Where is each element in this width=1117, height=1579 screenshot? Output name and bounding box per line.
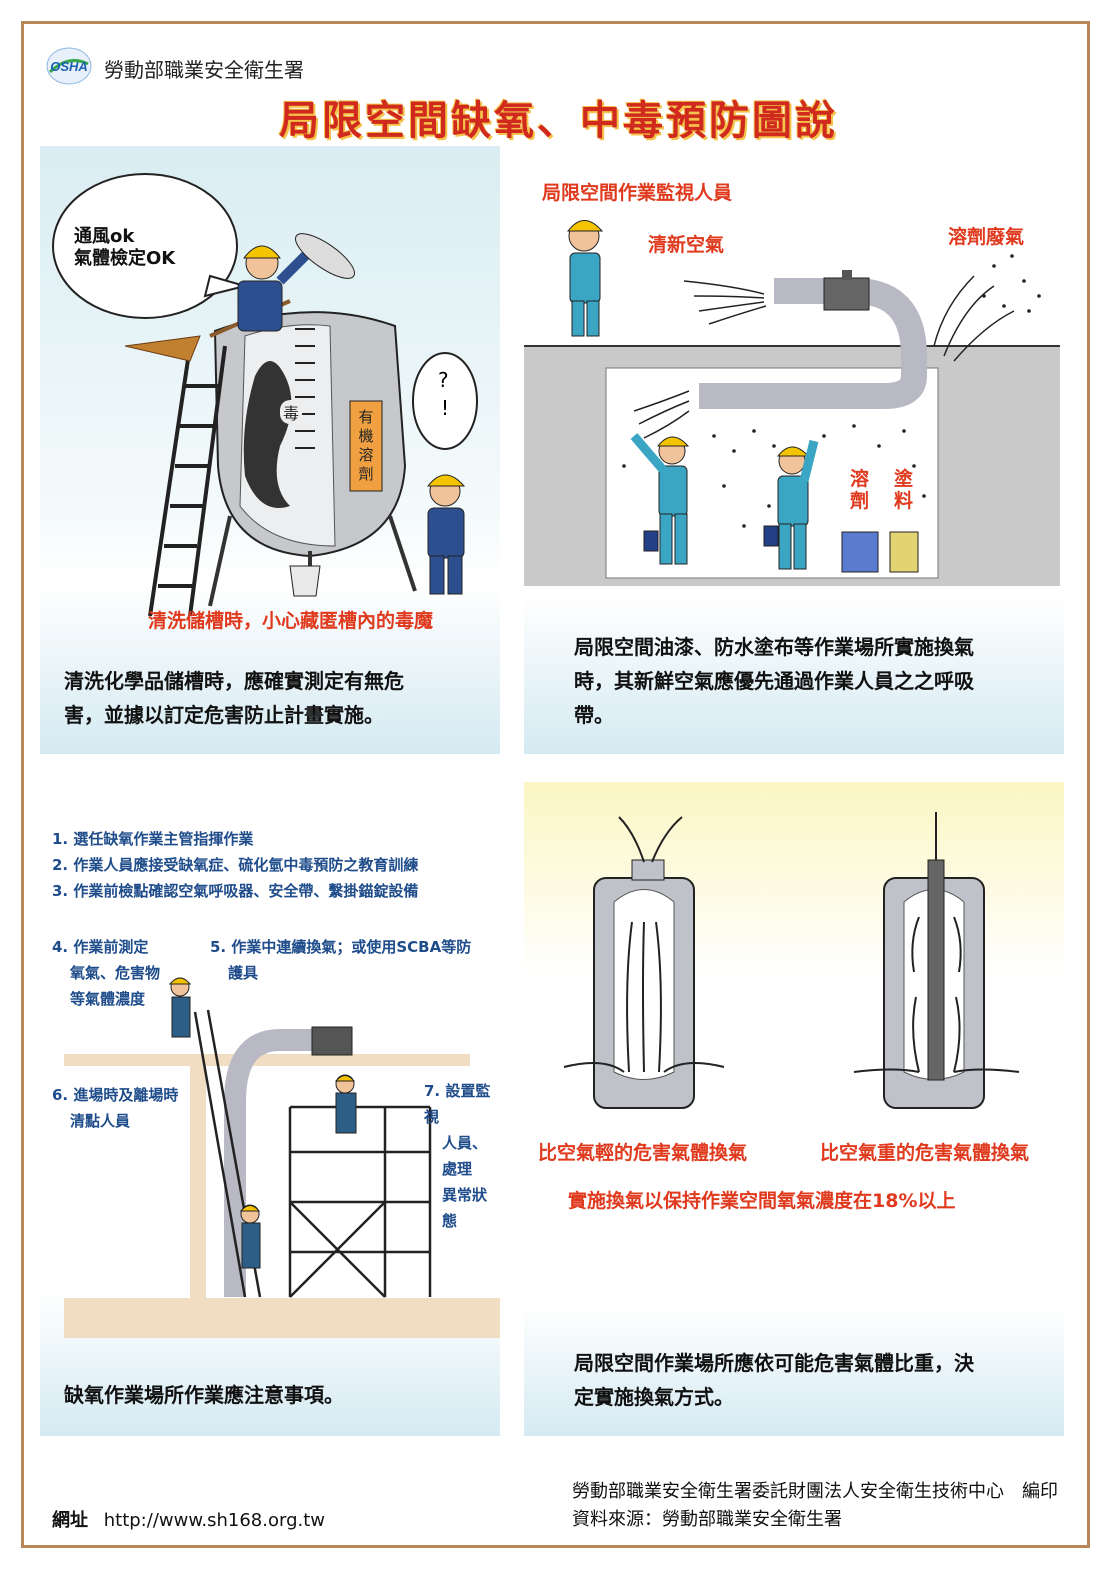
precaution-item-7-line2: 人員、 bbox=[442, 1134, 488, 1152]
painting-illustration bbox=[524, 220, 1060, 586]
oxygen-note: 實施換氣以保持作業空間氧氣濃度在18%以上 bbox=[568, 1190, 956, 1212]
body-paint-line2: 時，其新鮮空氣應優先通過作業人員之之呼吸 bbox=[574, 669, 974, 693]
caption-tank: 清洗儲槽時，小心藏匿槽內的毒魔 bbox=[148, 610, 434, 632]
precaution-item-5-line1: 5. 作業中連續換氣；或使用SCBA等防 bbox=[210, 938, 472, 956]
precaution-item-4-line1: 4. 作業前測定 bbox=[52, 938, 149, 956]
question-mark: ? bbox=[438, 368, 449, 392]
precaution-item-6-line2: 清點人員 bbox=[70, 1112, 131, 1130]
fresh-air-label: 清新空氣 bbox=[648, 234, 725, 256]
header-org: 勞動部職業安全衛生署 bbox=[104, 58, 304, 82]
tank-label: 有機溶劑 bbox=[358, 408, 374, 483]
poison-label: 毒 bbox=[280, 400, 303, 424]
body-tank-line2: 害，並據以訂定危害防止計畫實施。 bbox=[64, 703, 384, 727]
osha-logo: OSHA bbox=[46, 47, 92, 85]
source-credit: 資料來源：勞動部職業安全衛生署 bbox=[572, 1509, 842, 1530]
precaution-item-4-line2: 氧氣、危害物 bbox=[70, 964, 161, 982]
precaution-item-2: 2. 作業人員應接受缺氧症、硫化氫中毒預防之教育訓練 bbox=[52, 856, 419, 874]
body-gas-line2: 定實施換氣方式。 bbox=[574, 1385, 734, 1409]
tank-illustration bbox=[52, 173, 478, 617]
speech-line-ventilation: 通風ok bbox=[74, 226, 135, 247]
osha-logo-text: OSHA bbox=[50, 59, 88, 74]
body-precautions-line1: 缺氧作業場所作業應注意事項。 bbox=[64, 1383, 344, 1407]
panel-tank-cleaning: 通風ok 氣體檢定OK ? ! 毒 有機溶劑 清洗儲槽時，小心藏匿槽內的毒魔 清… bbox=[40, 146, 500, 754]
precautions-illustration bbox=[64, 977, 500, 1338]
heavy-gas-caption: 比空氣重的危害氣體換氣 bbox=[820, 1142, 1030, 1164]
precaution-item-7-line4: 異常狀態 bbox=[442, 1186, 488, 1230]
panel-oxygen-precautions: 1. 選任缺氧作業主管指揮作業 2. 作業人員應接受缺氧症、硫化氫中毒預防之教育… bbox=[40, 782, 500, 1436]
panel-gas-density-ventilation: 比空氣輕的危害氣體換氣 比空氣重的危害氣體換氣 實施換氣以保持作業空間氧氣濃度在… bbox=[524, 782, 1064, 1436]
publisher-credit: 勞動部職業安全衛生署委託財團法人安全衛生技術中心 編印 bbox=[572, 1481, 1058, 1502]
precaution-item-5-line2: 護具 bbox=[228, 964, 259, 982]
url-label: 網址 bbox=[52, 1510, 88, 1531]
paint-label: 塗料 bbox=[894, 468, 914, 512]
solvent-label: 溶劑 bbox=[850, 468, 870, 512]
page-title: 局限空間缺氧、中毒預防圖說 bbox=[279, 98, 838, 144]
precaution-item-4-line3: 等氣體濃度 bbox=[70, 990, 146, 1008]
precaution-item-6-line1: 6. 進場時及離場時 bbox=[52, 1086, 179, 1104]
body-paint-line3: 帶。 bbox=[574, 703, 614, 727]
gas-tanks-illustration bbox=[563, 812, 1020, 1109]
speech-line-gas-check: 氣體檢定OK bbox=[74, 248, 176, 269]
light-gas-caption: 比空氣輕的危害氣體換氣 bbox=[538, 1142, 748, 1164]
precaution-item-3: 3. 作業前檢點確認空氣呼吸器、安全帶、繫掛錨錠設備 bbox=[52, 882, 419, 900]
precaution-item-1: 1. 選任缺氧作業主管指揮作業 bbox=[52, 830, 254, 848]
precaution-item-7-line3: 處理 bbox=[442, 1160, 473, 1178]
panel-painting-ventilation: 局限空間作業監視人員 清新空氣 溶劑廢氣 溶劑 塗料 局限空間油漆、防水塗布等作… bbox=[524, 146, 1064, 754]
precaution-item-7-line1: 7. 設置監視 bbox=[424, 1082, 491, 1126]
body-paint-line1: 局限空間油漆、防水塗布等作業場所實施換氣 bbox=[574, 635, 974, 659]
page-frame bbox=[21, 21, 1090, 1548]
exclaim-mark: ! bbox=[441, 396, 450, 420]
body-tank-line1: 清洗化學品儲槽時，應確實測定有無危 bbox=[64, 669, 404, 693]
exhaust-label: 溶劑廢氣 bbox=[948, 226, 1025, 248]
website-link[interactable]: http://www.sh168.org.tw bbox=[103, 1510, 325, 1531]
watcher-label: 局限空間作業監視人員 bbox=[542, 182, 733, 204]
body-gas-line1: 局限空間作業場所應依可能危害氣體比重，決 bbox=[574, 1351, 974, 1375]
